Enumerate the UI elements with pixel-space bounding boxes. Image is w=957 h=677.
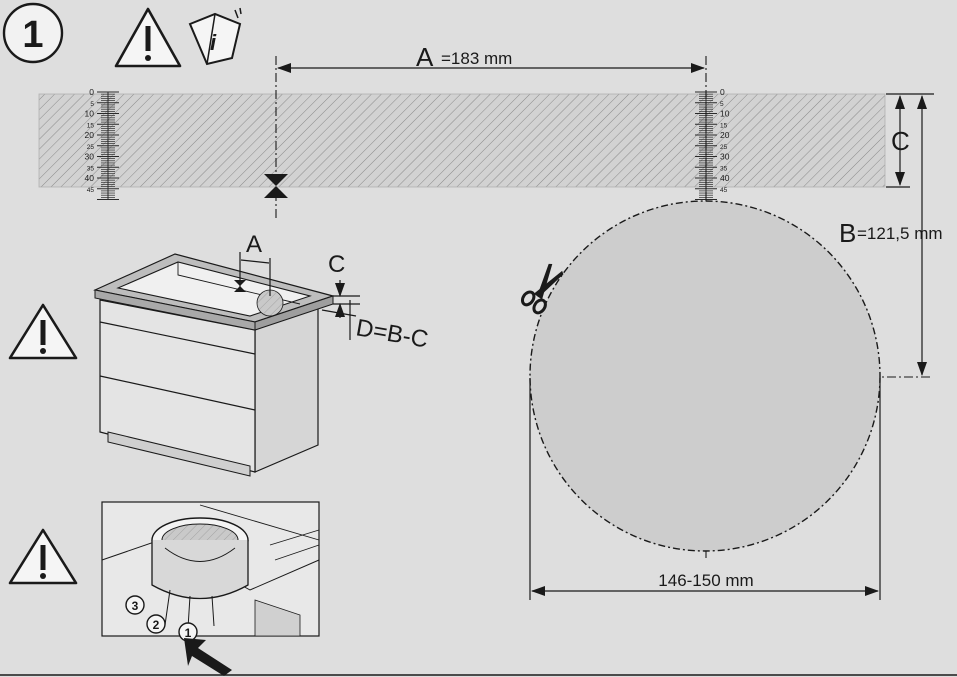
ruler-label: 10 — [85, 109, 95, 119]
ruler-label: 10 — [720, 109, 730, 119]
ruler-label: 35 — [87, 165, 95, 172]
ruler-label: 20 — [85, 130, 95, 140]
cabinet-a-label: A — [246, 231, 262, 258]
detail-marker-1: 1 — [178, 622, 198, 642]
ruler-label: 25 — [87, 144, 95, 151]
cabinet-c-label: C — [328, 251, 345, 278]
warning-icon — [8, 303, 78, 360]
dimension-a-value: =183 mm — [441, 49, 512, 68]
center-marker — [264, 174, 288, 198]
dimension-diameter-value: 146-150 mm — [658, 571, 753, 590]
ruler-label: 45 — [720, 187, 728, 194]
step-number: 1 — [22, 14, 43, 56]
ruler-label: 15 — [87, 122, 95, 129]
svg-text:2: 2 — [153, 618, 160, 632]
ruler-label: 30 — [85, 152, 95, 162]
detail-marker-2: 2 — [146, 614, 166, 634]
dimension-a-letter: A — [416, 42, 434, 72]
dimension-b-value: =121,5 mm — [857, 224, 943, 243]
dimension-diameter: 146-150 mm — [529, 378, 881, 600]
detail-illustration: 3 2 1 — [101, 501, 320, 642]
info-manual-icon: i — [188, 7, 242, 66]
scissors-icon — [520, 263, 564, 315]
ruler-label: 40 — [85, 173, 95, 183]
svg-text:i: i — [210, 30, 217, 55]
dimension-b-letter: B — [839, 218, 856, 248]
ruler-label: 5 — [90, 101, 94, 108]
svg-text:1: 1 — [185, 626, 192, 640]
warning-icon — [8, 528, 78, 585]
dimension-c-letter: C — [891, 126, 910, 156]
warning-icon — [114, 7, 182, 68]
step-badge: 1 — [2, 2, 64, 64]
detail-marker-3: 3 — [125, 595, 145, 615]
ruler-label: 40 — [720, 173, 730, 183]
ruler-label: 0 — [720, 87, 725, 97]
ruler-label: 25 — [720, 144, 728, 151]
cabinet-d-formula: D=B-C — [354, 314, 430, 353]
ruler-label: 5 — [720, 101, 724, 108]
ruler-label: 45 — [87, 187, 95, 194]
cabinet-illustration: A C D=B-C — [93, 231, 430, 477]
svg-text:3: 3 — [132, 599, 139, 613]
dimension-c: C — [886, 93, 934, 188]
ruler-label: 35 — [720, 165, 728, 172]
arrow-icon — [184, 638, 232, 676]
ruler-label: 30 — [720, 152, 730, 162]
ruler-label: 20 — [720, 130, 730, 140]
ruler-label: 15 — [720, 122, 728, 129]
cutout-circle — [529, 200, 881, 552]
hatched-strip — [38, 93, 886, 188]
ruler-label: 0 — [89, 87, 94, 97]
